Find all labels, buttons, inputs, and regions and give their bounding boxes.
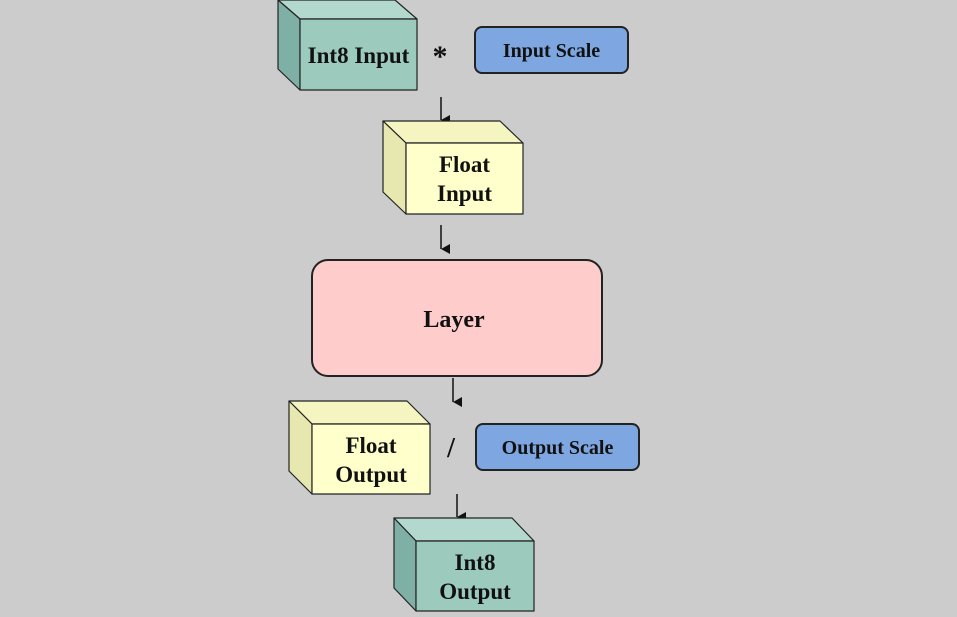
float-output-cube-top: [288, 400, 431, 425]
float-input-label-line1: Float: [439, 152, 490, 177]
input-scale-rect: [474, 26, 629, 74]
int8-output-cube: Int8 Output: [393, 517, 535, 612]
float-output-cube: Float Output: [288, 400, 431, 495]
int8-output-label-line2: Output: [439, 579, 511, 604]
layer-label: Layer: [423, 307, 485, 333]
layer-box: Layer: [311, 259, 603, 377]
float-input-cube: Float Input: [382, 120, 524, 215]
float-input-label-line2: Input: [437, 181, 492, 206]
int8-input-cube: Int8 Input: [277, 0, 418, 91]
output-scale-label: Output Scale: [502, 437, 614, 459]
divide-operator: /: [446, 433, 456, 464]
float-output-label-line1: Float: [345, 433, 396, 458]
input-scale-label: Input Scale: [503, 40, 600, 62]
layer-rect: [311, 259, 603, 377]
int8-input-label: Int8 Input: [308, 43, 410, 68]
float-output-label-line2: Output: [335, 462, 407, 487]
multiply-operator: *: [433, 40, 448, 73]
output-scale-box: Output Scale: [475, 423, 640, 471]
input-scale-box: Input Scale: [474, 26, 629, 74]
int8-output-cube-front: [415, 540, 535, 612]
float-input-cube-front: [405, 142, 524, 215]
float-input-cube-top: [382, 120, 524, 144]
int8-output-cube-top: [393, 517, 535, 542]
int8-input-cube-front: [299, 18, 418, 91]
int8-output-label-line1: Int8: [455, 550, 496, 575]
float-output-cube-front: [311, 423, 431, 495]
output-scale-rect: [475, 423, 640, 471]
int8-input-cube-top: [277, 0, 418, 20]
